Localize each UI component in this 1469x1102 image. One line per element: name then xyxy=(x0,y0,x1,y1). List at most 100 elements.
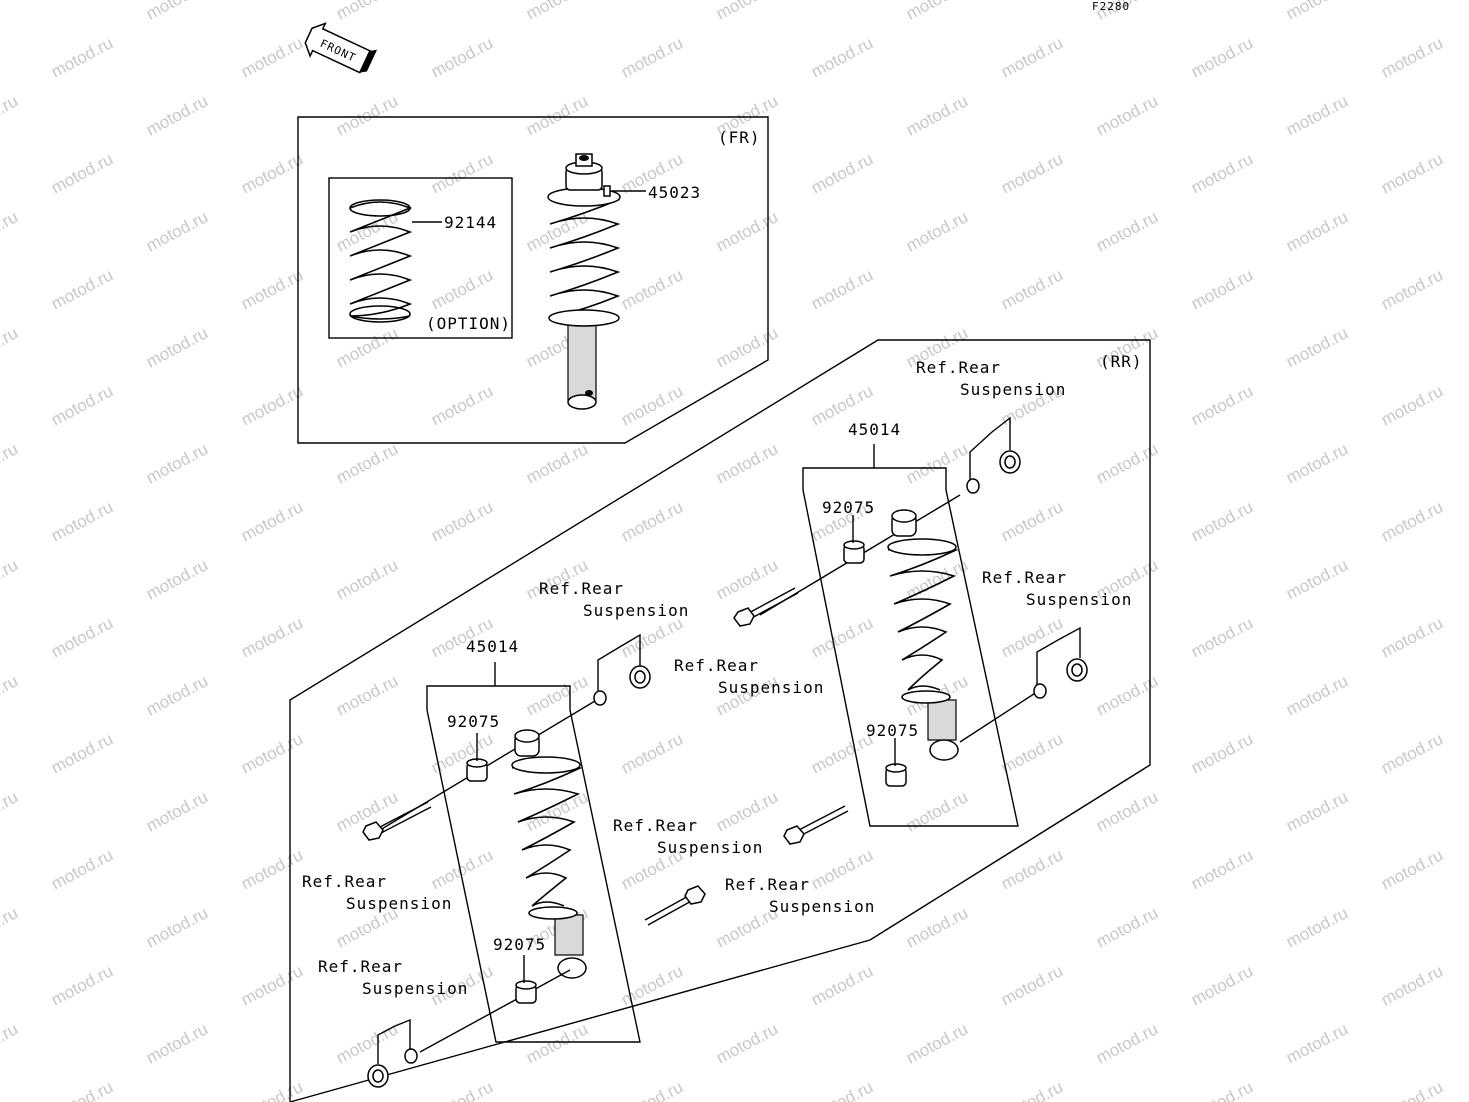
svg-text:Ref.Rear: Ref.Rear xyxy=(725,875,810,894)
front-group-frame xyxy=(297,116,769,444)
watermark-text: motod.ru xyxy=(48,845,116,893)
bolt-left-bottom-icon xyxy=(644,885,706,926)
watermark-text: motod.ru xyxy=(238,729,306,777)
watermark-text: motod.ru xyxy=(0,91,21,139)
watermark-text: motod.ru xyxy=(238,613,306,661)
watermark-text: motod.ru xyxy=(903,1019,971,1067)
washer-right-bottom-icon xyxy=(1033,683,1047,699)
watermark-text: motod.ru xyxy=(903,207,971,255)
watermark-text: motod.ru xyxy=(48,613,116,661)
watermark-text: motod.ru xyxy=(808,845,876,893)
watermark-text: motod.ru xyxy=(48,265,116,313)
part-92075-right-top-label: 92075 xyxy=(822,498,875,517)
ref-label-2: Ref.Rear Suspension xyxy=(982,568,1131,609)
watermark-text: motod.ru xyxy=(333,323,401,371)
watermark-text: motod.ru xyxy=(523,671,591,719)
watermark-text: motod.ru xyxy=(0,439,21,487)
watermark-text: motod.ru xyxy=(1283,671,1351,719)
watermark-text: motod.ru xyxy=(998,265,1066,313)
watermark-text: motod.ru xyxy=(143,555,211,603)
watermark-text: motod.ru xyxy=(1188,729,1256,777)
svg-text:Suspension: Suspension xyxy=(346,894,452,913)
watermark-text: motod.ru xyxy=(428,265,496,313)
watermark-text: motod.ru xyxy=(523,0,591,24)
watermark-text: motod.ru xyxy=(523,91,591,139)
watermark-text: motod.ru xyxy=(238,149,306,197)
watermark-text: motod.ru xyxy=(1283,439,1351,487)
bolt-left-top-icon xyxy=(362,801,432,841)
watermark-text: motod.ru xyxy=(1188,381,1256,429)
watermark-text: motod.ru xyxy=(1378,33,1446,81)
watermark-text: motod.ru xyxy=(808,613,876,661)
nut-right-bottom-icon xyxy=(1066,658,1088,682)
watermark-text: motod.ru xyxy=(713,323,781,371)
watermark-text: motod.ru xyxy=(618,381,686,429)
svg-text:Ref.Rear: Ref.Rear xyxy=(613,816,698,835)
watermark-text: motod.ru xyxy=(143,91,211,139)
watermark-text: motod.ru xyxy=(523,1019,591,1067)
watermark-text: motod.ru xyxy=(1378,149,1446,197)
watermark-text: motod.ru xyxy=(0,0,21,24)
frame-shock-left xyxy=(426,709,641,1043)
watermark-text: motod.ru xyxy=(713,439,781,487)
watermark-text: motod.ru xyxy=(333,439,401,487)
ref-bracket-right-bottom xyxy=(1036,626,1081,685)
rear-group-label: (RR) xyxy=(1100,352,1143,371)
ref-bracket-right-top xyxy=(969,416,1011,480)
watermark-text: motod.ru xyxy=(998,729,1066,777)
watermark-text: motod.ru xyxy=(0,671,21,719)
option-spring-icon xyxy=(349,199,413,323)
part-92075-left-bottom-label: 92075 xyxy=(493,935,546,954)
watermark-text: motod.ru xyxy=(998,845,1066,893)
watermark-text: motod.ru xyxy=(808,149,876,197)
svg-text:Ref.Rear: Ref.Rear xyxy=(674,656,759,675)
bushing-left-bottom-icon xyxy=(515,980,537,1004)
bushing-right-top-icon xyxy=(843,540,865,564)
watermark-text: motod.ru xyxy=(808,265,876,313)
watermark-text: motod.ru xyxy=(1378,381,1446,429)
nut-right-top-icon xyxy=(999,450,1021,474)
svg-text:Ref.Rear: Ref.Rear xyxy=(302,872,387,891)
svg-text:Suspension: Suspension xyxy=(657,838,763,857)
watermark-text: motod.ru xyxy=(238,1077,306,1102)
svg-text:Suspension: Suspension xyxy=(583,601,689,620)
watermark-text: motod.ru xyxy=(998,1077,1066,1102)
watermark-text: motod.ru xyxy=(808,33,876,81)
option-label: (OPTION) xyxy=(426,314,511,333)
watermark-text: motod.ru xyxy=(143,1019,211,1067)
watermark-text: motod.ru xyxy=(808,1077,876,1102)
watermark-text: motod.ru xyxy=(333,0,401,24)
watermark-text: motod.ru xyxy=(1283,1019,1351,1067)
bracket-45014-left xyxy=(426,685,571,710)
part-45014-right-label: 45014 xyxy=(848,420,901,439)
watermark-text: motod.ru xyxy=(48,33,116,81)
svg-text:Ref.Rear: Ref.Rear xyxy=(916,358,1001,377)
watermark-text: motod.ru xyxy=(1378,1077,1446,1102)
watermark-text: motod.ru xyxy=(1378,729,1446,777)
watermark-text: motod.ru xyxy=(903,787,971,835)
ref-bracket-left-top xyxy=(597,633,641,692)
front-group-label: (FR) xyxy=(718,128,761,147)
watermark-text: motod.ru xyxy=(238,961,306,1009)
frame-shock-right xyxy=(802,489,1019,827)
watermark-text: motod.ru xyxy=(1093,903,1161,951)
watermark-text: motod.ru xyxy=(1188,613,1256,661)
part-45014-left-label: 45014 xyxy=(466,637,519,656)
watermark-text: motod.ru xyxy=(713,787,781,835)
part-92144-label: 92144 xyxy=(444,213,497,232)
watermark-text: motod.ru xyxy=(143,207,211,255)
ref-label-6: Ref.Rear Suspension xyxy=(725,875,874,916)
part-45023-label: 45023 xyxy=(648,183,701,202)
watermark-text: motod.ru xyxy=(48,729,116,777)
ref-label-7: Ref.Rear Suspension xyxy=(302,872,452,913)
watermark-text: motod.ru xyxy=(238,381,306,429)
watermark-text: motod.ru xyxy=(1093,671,1161,719)
watermark-text: motod.ru xyxy=(1283,903,1351,951)
watermark-text: motod.ru xyxy=(1093,207,1161,255)
watermark-text: motod.ru xyxy=(143,439,211,487)
watermark-text: motod.ru xyxy=(618,497,686,545)
watermark-text: motod.ru xyxy=(523,787,591,835)
watermark-text: motod.ru xyxy=(143,787,211,835)
